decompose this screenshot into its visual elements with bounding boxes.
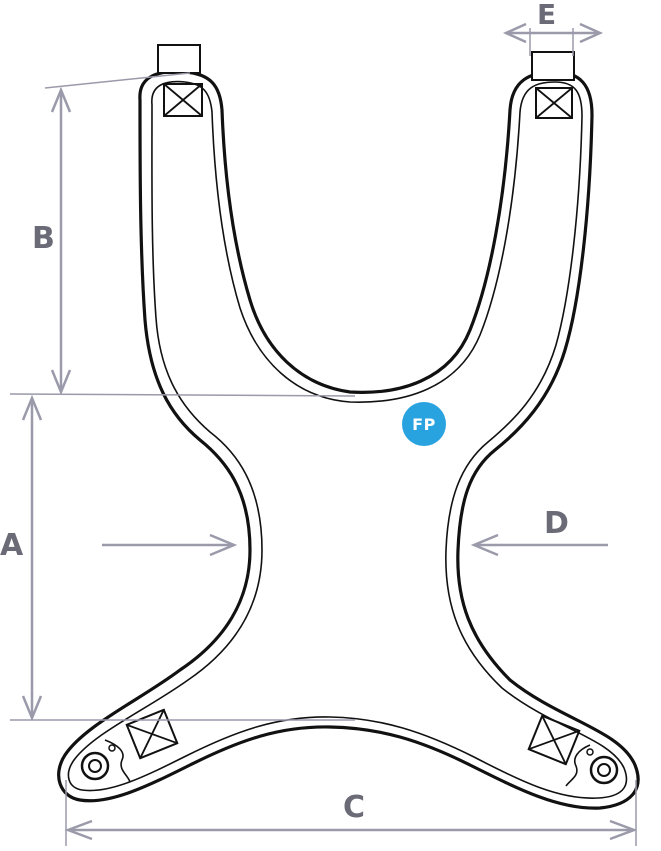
fp-badge: FP	[402, 402, 446, 446]
reference-line-middle	[9, 393, 356, 397]
dimension-label-a: A	[0, 528, 24, 563]
dimension-label-e: E	[537, 0, 557, 31]
dimension-a-arrow-top	[21, 394, 43, 421]
left-buckle-clip	[80, 739, 131, 783]
dimension-label-c: C	[343, 790, 366, 825]
dimension-b-arrow-top	[50, 86, 72, 113]
lower-right-x-box	[527, 714, 581, 766]
dimension-c-arrow-left	[64, 819, 93, 841]
dimension-a-arrow-bottom	[21, 695, 43, 722]
sling-inner-seam	[67, 80, 628, 799]
reference-line-top	[44, 72, 191, 89]
left-strap-tab	[157, 44, 201, 74]
right-x-box	[535, 87, 573, 119]
dimension-lines	[9, 22, 638, 846]
dimension-b-arrow-bottom	[50, 369, 72, 396]
left-strap-loop	[157, 44, 203, 117]
left-x-box	[163, 83, 203, 117]
dimension-width-left-arrow	[209, 533, 238, 557]
right-buckle-clip	[565, 744, 619, 787]
dimension-c-arrow-right	[609, 819, 638, 841]
right-strap-tab	[531, 51, 575, 81]
dimension-e-arrow-left	[502, 22, 527, 44]
dimension-e-arrow-right	[579, 22, 604, 44]
dimension-label-b: B	[32, 221, 55, 256]
sling-outer-outline	[57, 70, 640, 810]
dimension-label-d: D	[544, 506, 569, 541]
fp-badge-text: FP	[412, 414, 436, 434]
right-strap-loop	[531, 51, 575, 119]
dimension-d-arrow	[470, 533, 499, 557]
lower-left-x-box	[125, 708, 179, 760]
